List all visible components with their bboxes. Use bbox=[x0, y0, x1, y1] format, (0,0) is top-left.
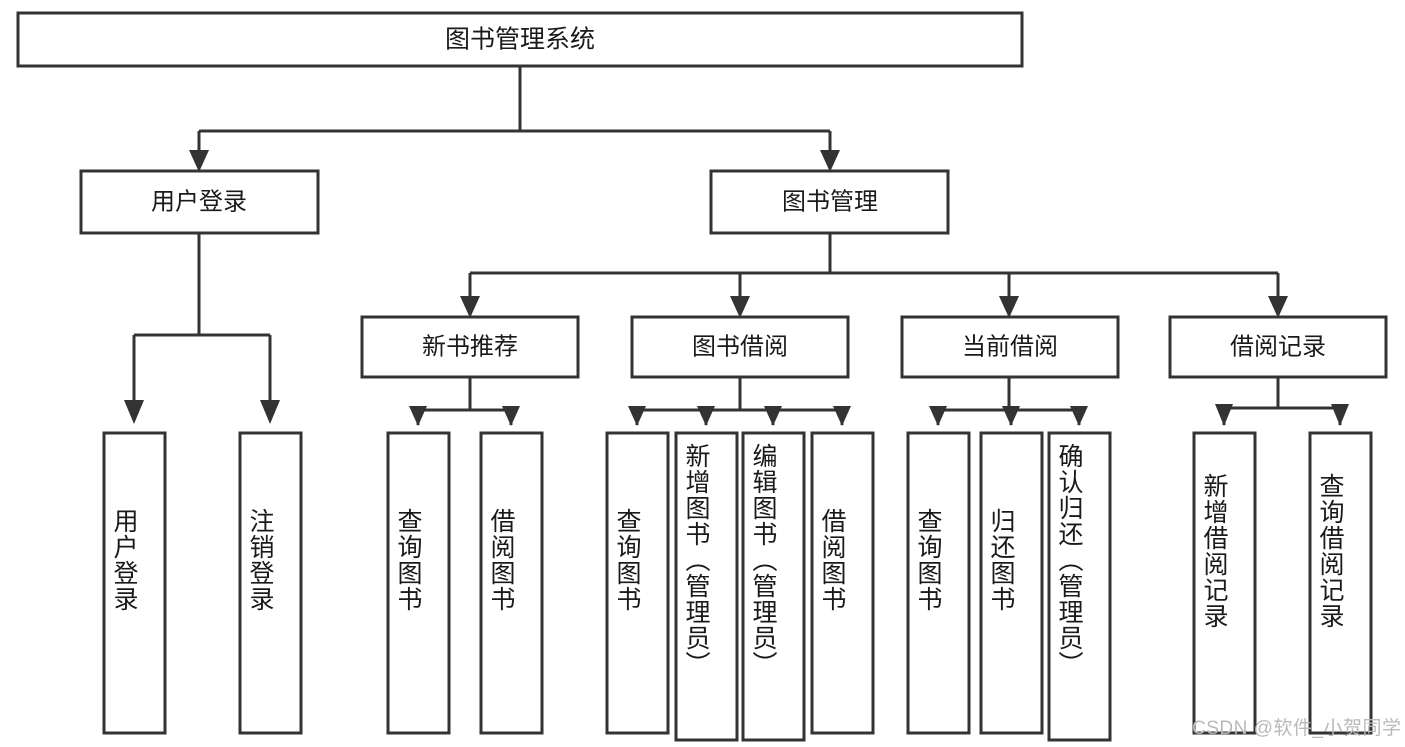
arrowhead-to-book-borrow bbox=[730, 296, 750, 318]
leaf-box-borrow-add-book-admin[interactable] bbox=[674, 431, 739, 742]
leaf-box-record-query-record[interactable] bbox=[1308, 431, 1373, 735]
arrowhead-to-leaf-logout bbox=[260, 400, 280, 424]
leaf-box-borrow-borrow-book[interactable] bbox=[810, 431, 875, 735]
node-new-book-recommend-label: 新书推荐 bbox=[422, 333, 518, 360]
node-root-label: 图书管理系统 bbox=[445, 26, 595, 54]
node-book-borrow[interactable]: 图书借阅 bbox=[630, 315, 850, 379]
node-new-book-recommend-box[interactable] bbox=[360, 315, 580, 379]
node-user-login-box[interactable] bbox=[79, 169, 320, 235]
node-book-management-box[interactable] bbox=[709, 169, 950, 235]
arrowhead-newbook-leaf-1 bbox=[409, 406, 427, 426]
node-new-book-recommend[interactable]: 新书推荐 bbox=[360, 315, 580, 379]
node-current-borrow[interactable]: 当前借阅 bbox=[900, 315, 1120, 379]
arrowhead-currentborrow-leaf-1 bbox=[929, 406, 947, 426]
arrowhead-to-user-login bbox=[189, 150, 209, 172]
csdn-watermark: CSDN @软件_小贺同学 bbox=[1192, 718, 1402, 739]
node-book-management[interactable]: 图书管理 bbox=[709, 169, 950, 235]
node-root-book-management-system[interactable]: 图书管理系统 bbox=[16, 11, 1024, 68]
node-user-login[interactable]: 用户登录 bbox=[79, 169, 320, 235]
leaf-box-newbook-query-book[interactable] bbox=[386, 431, 451, 735]
node-borrow-record-label: 借阅记录 bbox=[1230, 333, 1326, 360]
node-root-box[interactable] bbox=[16, 11, 1024, 68]
node-book-management-label: 图书管理 bbox=[782, 188, 878, 215]
node-borrow-record-box[interactable] bbox=[1168, 315, 1388, 379]
leaf-box-logout[interactable] bbox=[238, 431, 303, 735]
arrowhead-bookborrow-leaf-3 bbox=[764, 406, 782, 426]
arrowhead-to-new-book bbox=[460, 296, 480, 318]
leaf-box-current-query-book[interactable] bbox=[906, 431, 971, 735]
arrowhead-group bbox=[124, 150, 1349, 426]
node-current-borrow-box[interactable] bbox=[900, 315, 1120, 379]
node-user-login-label: 用户登录 bbox=[151, 188, 247, 215]
leaf-box-newbook-borrow-book[interactable] bbox=[479, 431, 544, 735]
leaf-box-group bbox=[102, 431, 1373, 742]
leaf-box-current-confirm-return-admin[interactable] bbox=[1047, 431, 1112, 742]
leaf-box-record-add-record[interactable] bbox=[1192, 431, 1257, 735]
arrowhead-to-leaf-user-login bbox=[124, 400, 144, 424]
arrowhead-currentborrow-leaf-2 bbox=[1002, 406, 1020, 426]
arrowhead-to-book-manage bbox=[820, 150, 840, 172]
leaf-box-user-login[interactable] bbox=[102, 431, 167, 735]
arrowhead-to-borrow-record bbox=[1268, 296, 1288, 318]
leaf-box-borrow-edit-book-admin[interactable] bbox=[741, 431, 806, 742]
leaf-box-borrow-query-book[interactable] bbox=[605, 431, 670, 735]
arrowhead-borrowrecord-leaf-1 bbox=[1215, 404, 1233, 426]
node-book-borrow-box[interactable] bbox=[630, 315, 850, 379]
arrowhead-to-current-borrow bbox=[999, 296, 1019, 318]
node-book-borrow-label: 图书借阅 bbox=[692, 333, 788, 360]
arrowhead-currentborrow-leaf-3 bbox=[1070, 406, 1088, 426]
arrowhead-bookborrow-leaf-2 bbox=[697, 406, 715, 426]
arrowhead-bookborrow-leaf-1 bbox=[628, 406, 646, 426]
leaf-box-current-return-book[interactable] bbox=[979, 431, 1044, 735]
arrowhead-bookborrow-leaf-4 bbox=[833, 406, 851, 426]
arrowhead-newbook-leaf-2 bbox=[502, 406, 520, 426]
arrowhead-borrowrecord-leaf-2 bbox=[1331, 404, 1349, 426]
node-current-borrow-label: 当前借阅 bbox=[962, 333, 1058, 360]
node-borrow-record[interactable]: 借阅记录 bbox=[1168, 315, 1388, 379]
